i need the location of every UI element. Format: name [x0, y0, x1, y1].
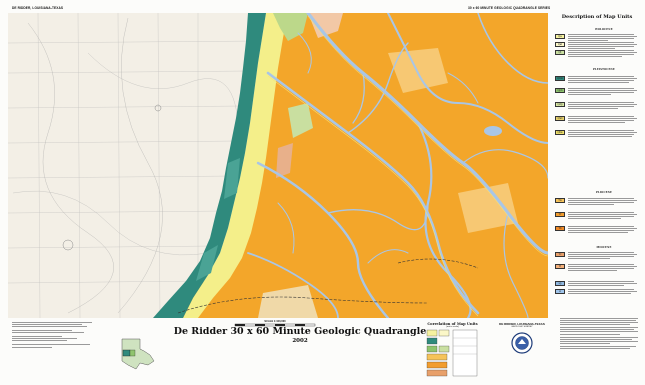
legend-unit-description [568, 264, 638, 272]
legend-unit-code: w [558, 290, 562, 293]
legend-unit-code: Qha [557, 131, 563, 134]
legend-panel: Description of Map Units HOLOCENE PLEIST… [553, 6, 641, 301]
legend-unit-code: Qal [557, 43, 563, 46]
legend-swatch: Qa [555, 34, 565, 39]
scale-bar [234, 323, 316, 327]
legend-unit-description [568, 88, 638, 96]
map-year: 2002 [292, 338, 308, 344]
stream-borders [267, 15, 548, 317]
legend-unit-description [568, 226, 638, 234]
legend-swatch: Tb [555, 226, 565, 231]
reservoir [484, 126, 502, 136]
legend-unit-code: Qpb [557, 89, 563, 92]
terrace-pink [276, 143, 293, 178]
right-notes [560, 318, 640, 380]
map-title: De Ridder 30 x 60 Minute Geologic Quadra… [173, 326, 427, 337]
legend-unit-code: Qa [558, 35, 562, 38]
legend-unit-description [568, 130, 638, 138]
legend-swatch: Tc [555, 252, 565, 257]
geologic-map[interactable] [8, 13, 548, 318]
correlation-chart: Correlation of Map Units (not to scale) [425, 322, 480, 382]
floodplain-detail [196, 158, 240, 281]
terrace-pink [308, 13, 343, 38]
legend-unit-description [568, 281, 638, 287]
legend-swatch: Qbm [555, 76, 565, 81]
fault-line [177, 296, 429, 314]
legend-unit-description [568, 116, 638, 124]
legend-unit-code: sp [558, 282, 562, 285]
legend-swatch: Qha [555, 130, 565, 135]
title-block: De Ridder 30 x 60 Minute Geologic Quadra… [150, 326, 450, 344]
legend-section-pleistocene: PLEISTOCENE [593, 68, 615, 71]
terrace-light [458, 183, 518, 233]
terrace-pale [258, 285, 318, 318]
legend-section-miocene: MIOCENE [596, 246, 612, 249]
legend-unit-code: Tf [558, 213, 562, 216]
legend-swatch: Tw [555, 198, 565, 203]
header-right: 30 x 60 MINUTE GEOLOGIC QUADRANGLE SERIE… [468, 6, 551, 10]
legend-unit-code: Tc [558, 253, 562, 256]
agency-block: DE RIDDER, LOUISIANA-TEXAS GEOLOGIC SURV… [492, 322, 552, 382]
topographic-base [8, 13, 259, 318]
legend-unit-description [568, 50, 638, 58]
agency-seal-icon [511, 332, 533, 354]
legend-unit-description [568, 252, 638, 260]
legend-section-pliocene: PLIOCENE [595, 191, 612, 194]
legend-title: Description of Map Units [561, 14, 633, 20]
legend-unit-description [568, 198, 638, 206]
legend-unit-code: Qt [558, 51, 562, 54]
legend-swatch: Qwi [555, 116, 565, 121]
legend-unit-description [568, 289, 638, 295]
scale-block: SCALE 1:100,000 [225, 320, 325, 329]
legend-unit-description [568, 212, 638, 220]
scale-label: SCALE 1:100,000 [264, 320, 286, 323]
legend-swatch: sp [555, 281, 565, 286]
legend-swatch: Qal [555, 42, 565, 47]
legend-unit-code: Tb [558, 227, 562, 230]
correlation-subtitle: (not to scale) [446, 326, 459, 328]
legend-swatch: Qdp [555, 102, 565, 107]
legend-swatch: w [555, 289, 565, 294]
legend-unit-code: Tw [558, 199, 562, 202]
drainage-network [247, 13, 548, 318]
terrace-light [388, 48, 448, 93]
legend-swatch: Tf [555, 212, 565, 217]
legend-unit-description [568, 34, 638, 42]
fault-line [397, 258, 479, 269]
legend-unit-code: Qdp [557, 103, 563, 106]
correlation-boxes [426, 329, 478, 377]
left-notes [12, 322, 112, 382]
legend-unit-code: Qbm [557, 77, 563, 80]
correlation-title: Correlation of Map Units [427, 322, 478, 326]
legend-section-holocene: HOLOCENE [595, 28, 613, 31]
legend-unit-code: Tl [558, 265, 562, 268]
legend-swatch: Qpb [555, 88, 565, 93]
agency-sub: GEOLOGIC SURVEY [511, 326, 533, 328]
legend-unit-description [568, 42, 638, 50]
town-marker [154, 104, 162, 112]
legend-swatch: Tl [555, 264, 565, 269]
legend-unit-code: Qwi [557, 117, 563, 120]
town-marker [62, 239, 74, 251]
terrace-green [288, 103, 313, 138]
legend-swatch: Qt [555, 50, 565, 55]
legend-unit-description [568, 102, 638, 110]
agency-name: DE RIDDER, LOUISIANA-TEXAS [499, 322, 545, 326]
legend-unit-description [568, 76, 638, 84]
header-left: DE RIDDER, LOUISIANA-TEXAS [12, 6, 64, 10]
yellow-band [183, 13, 288, 318]
location-map [121, 338, 155, 370]
